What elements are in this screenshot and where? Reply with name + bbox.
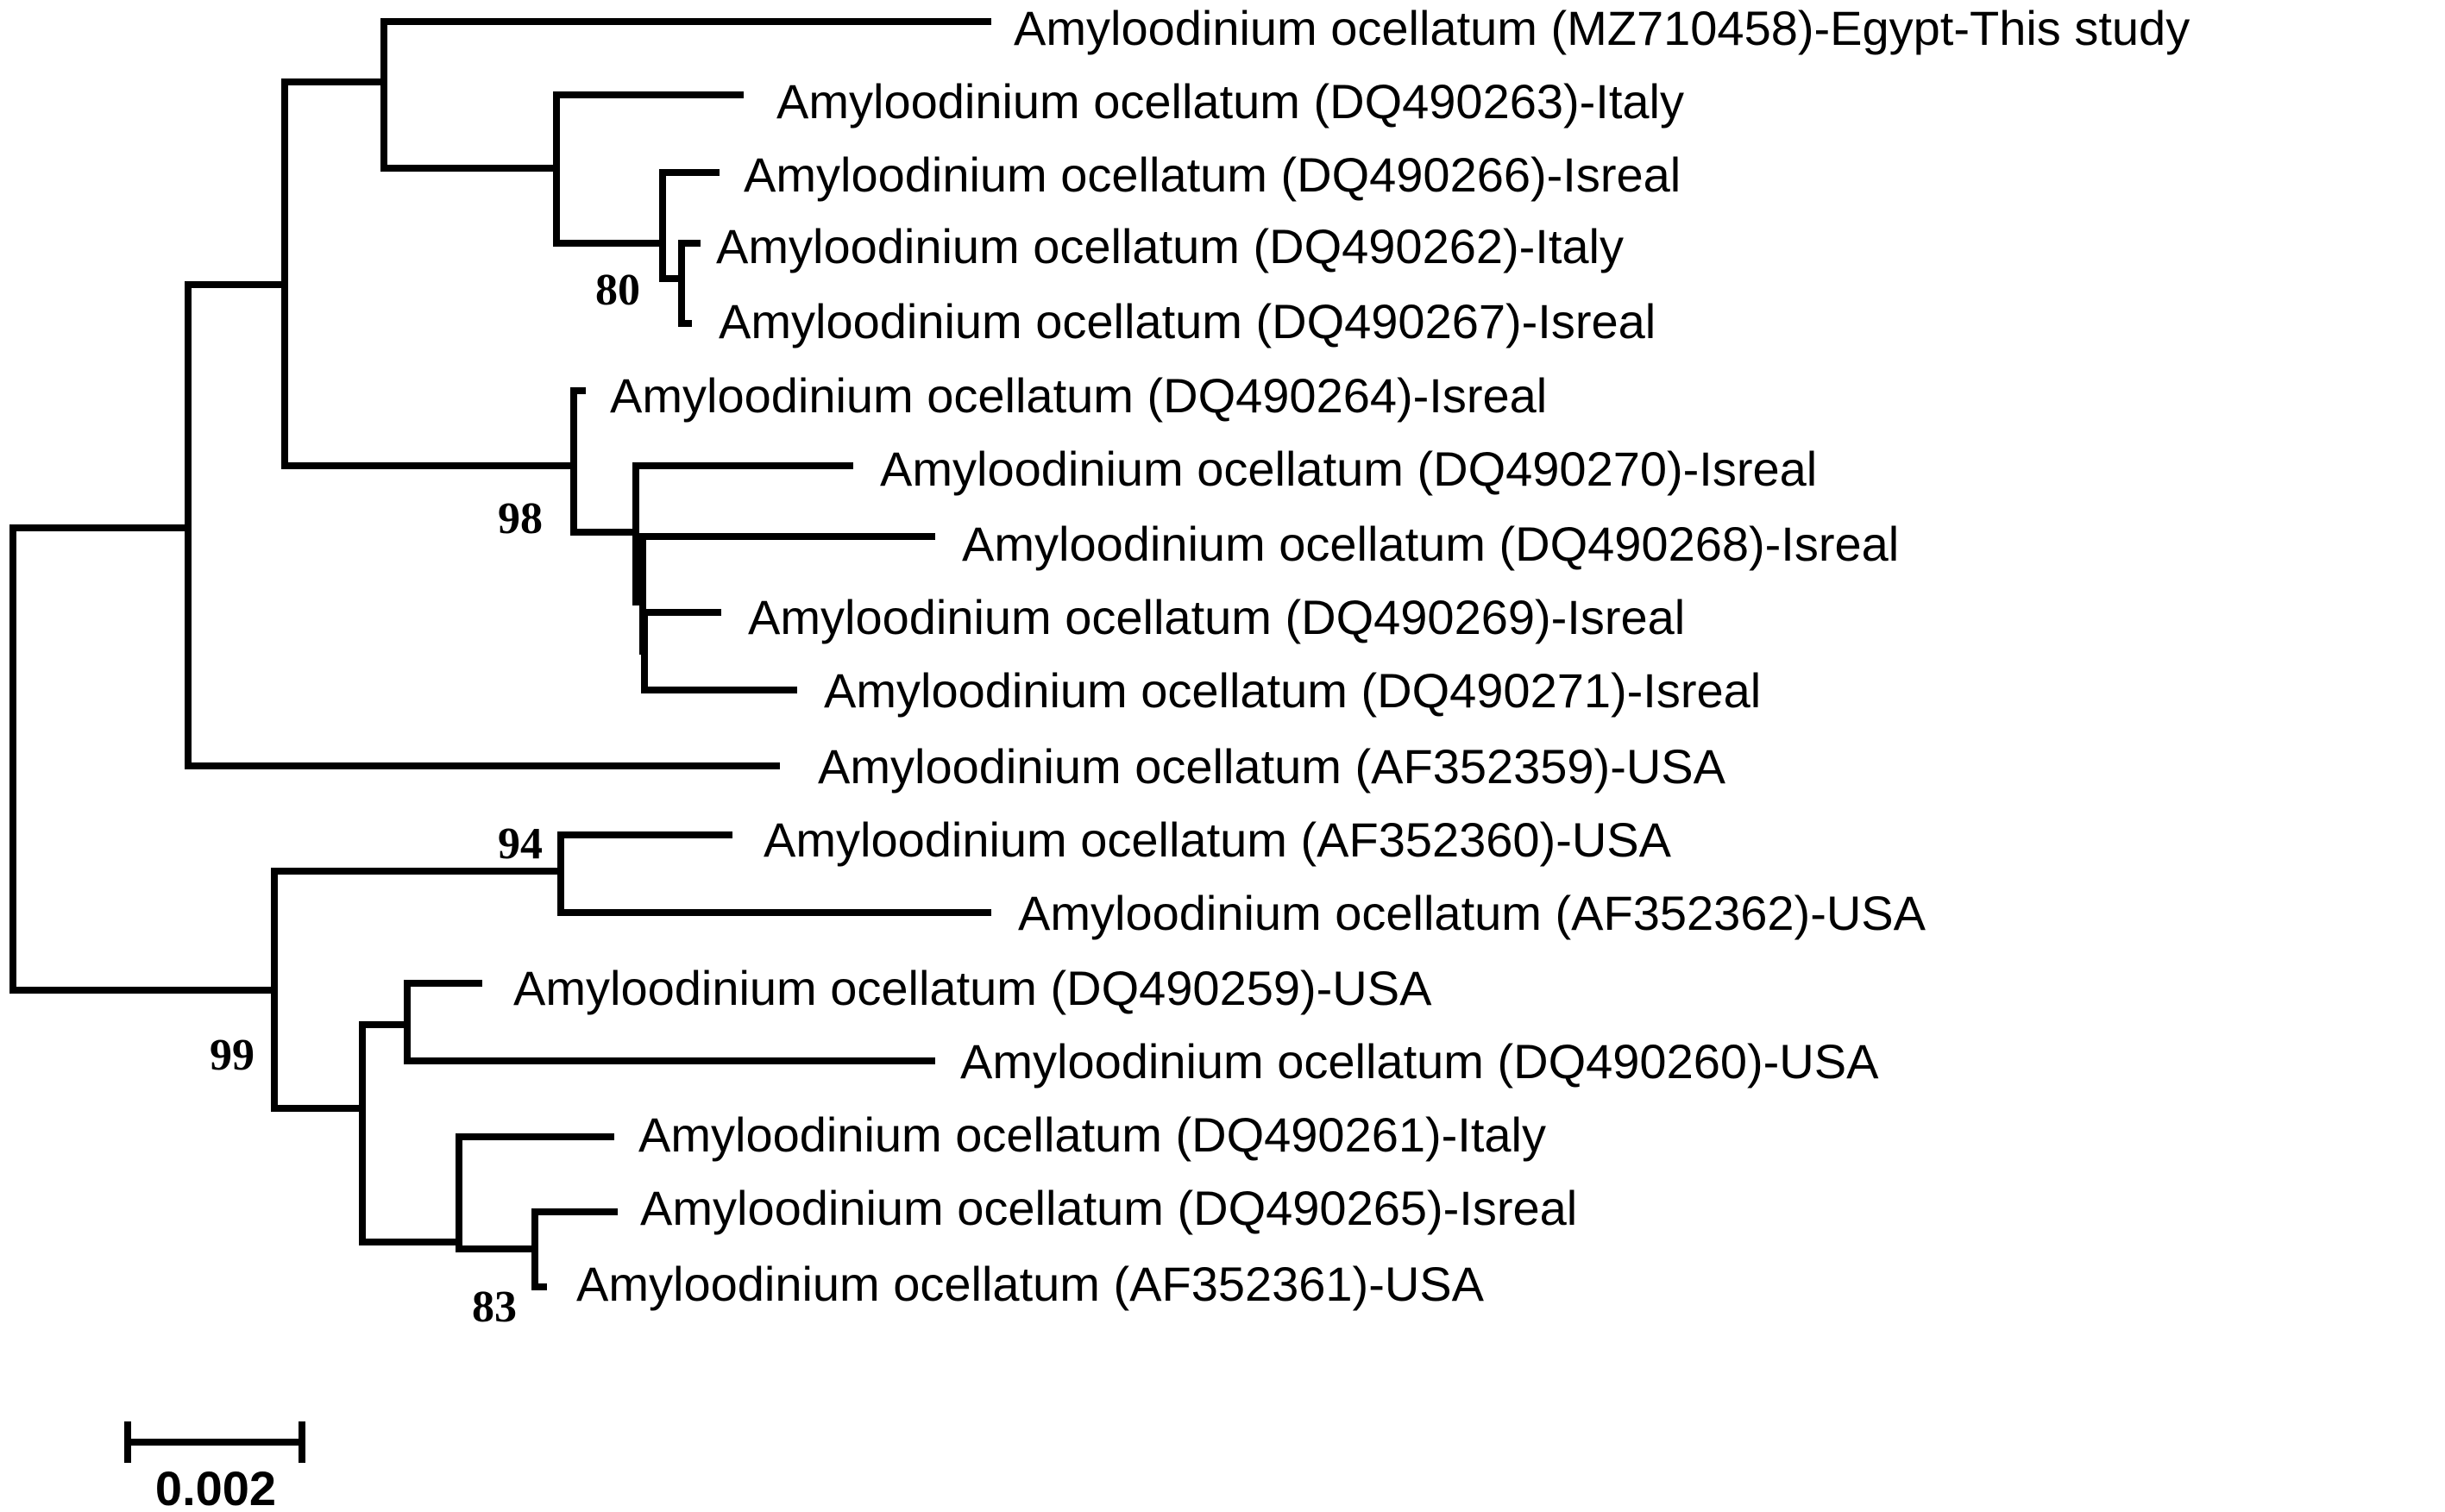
- leaf-label-mz710458: Amyloodinium ocellatum (MZ710458)-Egypt-…: [1014, 1, 2190, 55]
- leaf-label-dq490260: Amyloodinium ocellatum (DQ490260)-USA: [960, 1034, 1879, 1089]
- leaf-label-dq490265: Amyloodinium ocellatum (DQ490265)-Isreal: [640, 1181, 1577, 1235]
- leaf-label-dq490269: Amyloodinium ocellatum (DQ490269)-Isreal: [748, 590, 1685, 644]
- bootstrap-value-94: 94: [498, 819, 543, 869]
- leaf-label-dq490271: Amyloodinium ocellatum (DQ490271)-Isreal: [824, 663, 1761, 718]
- leaf-label-af352361: Amyloodinium ocellatum (AF352361)-USA: [576, 1257, 1485, 1311]
- leaf-label-af352362: Amyloodinium ocellatum (AF352362)-USA: [1018, 886, 1926, 940]
- leaf-label-dq490264: Amyloodinium ocellatum (DQ490264)-Isreal: [610, 368, 1547, 423]
- leaf-label-dq490267: Amyloodinium ocellatum (DQ490267)-Isreal: [719, 294, 1656, 348]
- tree-branches: [9, 18, 991, 1290]
- leaf-labels: Amyloodinium ocellatum (MZ710458)-Egypt-…: [513, 1, 2190, 1311]
- leaf-label-dq490263: Amyloodinium ocellatum (DQ490263)-Italy: [776, 74, 1684, 129]
- leaf-label-dq490266: Amyloodinium ocellatum (DQ490266)-Isreal: [744, 147, 1681, 202]
- leaf-label-dq490259: Amyloodinium ocellatum (DQ490259)-USA: [513, 961, 1432, 1015]
- leaf-label-dq490261: Amyloodinium ocellatum (DQ490261)-Italy: [638, 1107, 1546, 1162]
- bootstrap-values: 80 98 94 99 83: [210, 266, 640, 1332]
- scale-bar: 0.002: [124, 1421, 305, 1512]
- bootstrap-value-98: 98: [498, 494, 543, 543]
- leaf-label-dq490262: Amyloodinium ocellatum (DQ490262)-Italy: [716, 219, 1624, 273]
- leaf-label-af352359: Amyloodinium ocellatum (AF352359)-USA: [818, 739, 1726, 794]
- leaf-label-af352360: Amyloodinium ocellatum (AF352360)-USA: [764, 812, 1672, 867]
- scale-bar-label: 0.002: [155, 1461, 276, 1512]
- bootstrap-value-80: 80: [595, 266, 640, 315]
- bootstrap-value-99: 99: [210, 1031, 255, 1080]
- leaf-label-dq490268: Amyloodinium ocellatum (DQ490268)-Isreal: [962, 517, 1899, 571]
- leaf-label-dq490270: Amyloodinium ocellatum (DQ490270)-Isreal: [880, 442, 1817, 496]
- bootstrap-value-83: 83: [472, 1283, 517, 1332]
